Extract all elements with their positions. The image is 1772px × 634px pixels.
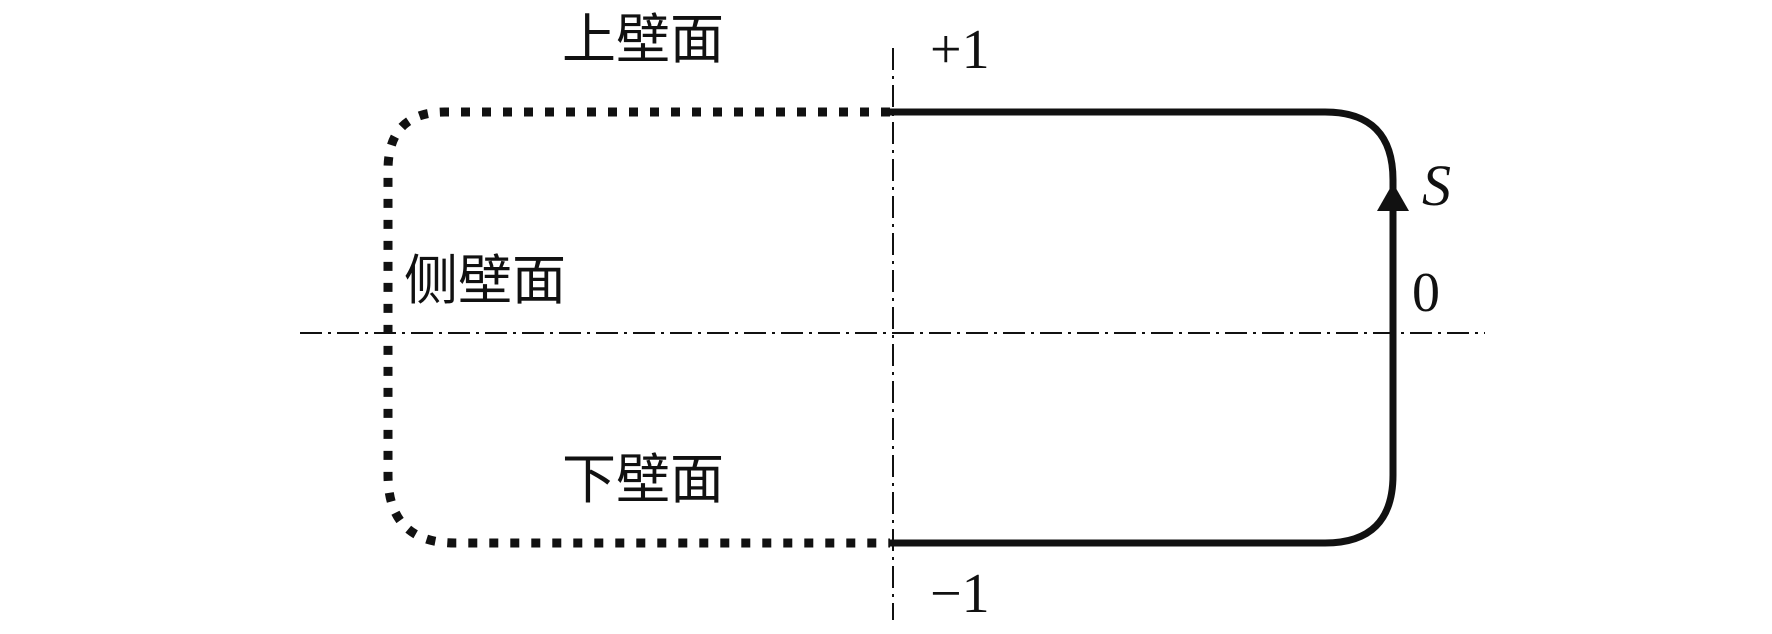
s-coordinate-label: S [1422,153,1451,218]
upper-wall-label: 上壁面 [562,8,724,71]
solid-wall-contour [890,108,1397,547]
plus-one-label: +1 [930,19,990,81]
side-wall-label: 侧壁面 [404,249,566,312]
zero-label: 0 [1412,262,1440,324]
s-direction-arrow [1377,183,1409,211]
lower-wall-label: 下壁面 [562,448,724,511]
dotted-mirror-contour [383,107,890,548]
minus-one-label: −1 [930,563,990,625]
